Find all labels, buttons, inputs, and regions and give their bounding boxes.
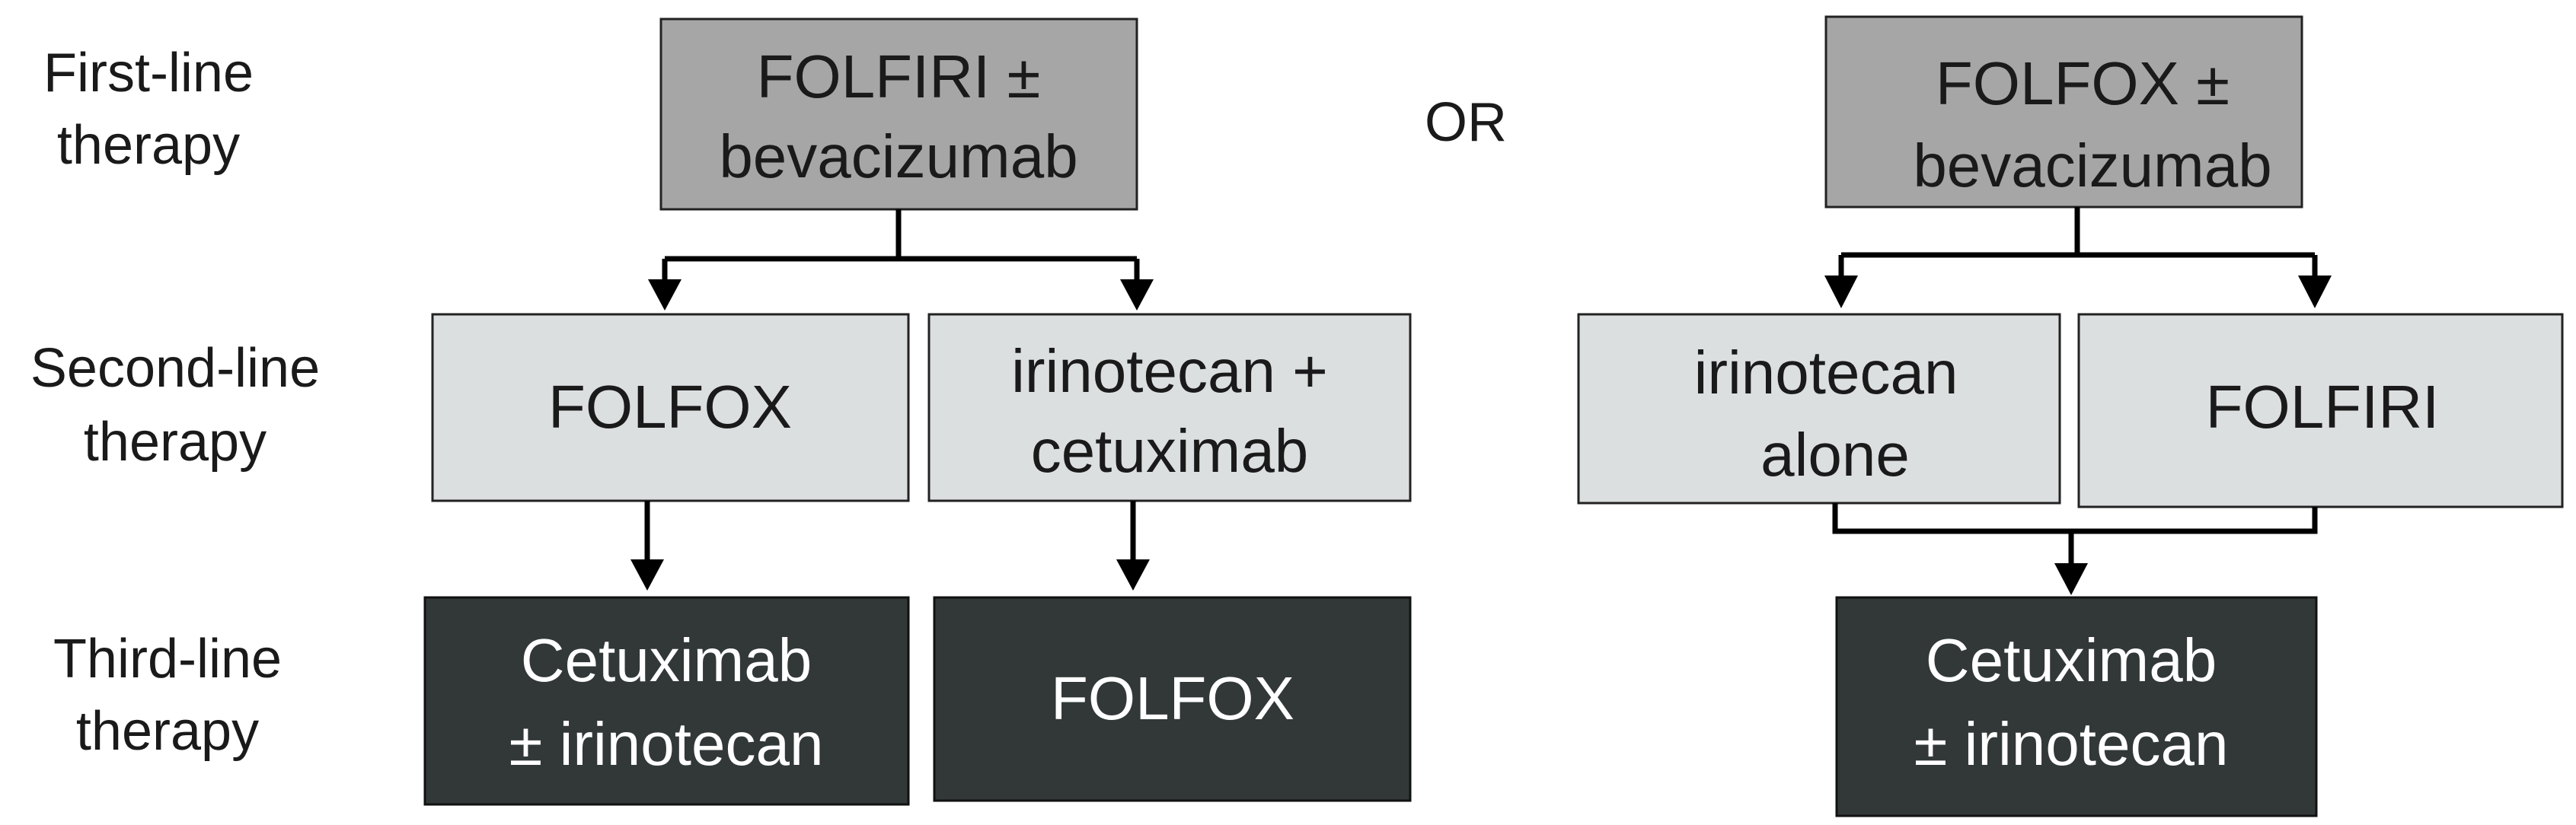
row-label-second-line-1: Second-line <box>30 338 320 399</box>
right-third-line-box: Cetuximab ± irinotecan <box>1835 596 2318 817</box>
arrow-to-left-second-1 <box>648 279 682 311</box>
left-third-line-2-text-1: FOLFOX <box>1051 664 1294 732</box>
right-first-to-second-connector <box>1824 207 2332 308</box>
arrow-to-right-second-1 <box>1824 276 1858 308</box>
arrow-to-left-third-1 <box>630 559 664 591</box>
row-label-first-line: First-line therapy <box>43 43 254 176</box>
arrow-to-left-second-2 <box>1120 279 1154 311</box>
left-second-line-2-text-2: cetuximab <box>1031 417 1309 485</box>
left-first-line-box: FOLFIRI ± bevacizumab <box>659 18 1138 211</box>
left-second-line-box-1: FOLFOX <box>431 313 910 502</box>
arrow-to-right-third <box>2054 563 2088 595</box>
right-third-line-text-1: Cetuximab <box>1926 626 2217 694</box>
left-second-line-1-text-1: FOLFOX <box>548 373 792 441</box>
right-second-to-third-connector <box>1832 503 2318 595</box>
left-third-line-box-2: FOLFOX <box>933 596 1412 802</box>
row-label-second-line-2: therapy <box>84 412 267 473</box>
left-first-line-text-2: bevacizumab <box>719 123 1077 190</box>
right-second-line-1-text-2: alone <box>1760 421 1910 489</box>
left-second-to-third-connector-2 <box>1116 501 1150 591</box>
or-separator: OR <box>1425 92 1507 153</box>
row-label-first-line-2: therapy <box>57 115 240 176</box>
right-first-line-box: FOLFOX ± bevacizumab <box>1824 15 2303 209</box>
arrow-to-right-second-2 <box>2298 276 2332 308</box>
left-first-to-second-connector <box>648 209 1154 311</box>
right-first-line-text-2: bevacizumab <box>1913 132 2271 199</box>
right-second-line-box-2: FOLFIRI <box>2077 313 2564 508</box>
right-second-line-box-1: irinotecan alone <box>1577 313 2061 505</box>
row-label-second-line: Second-line therapy <box>30 338 320 473</box>
left-third-line-1-text-2: ± irinotecan <box>509 710 823 778</box>
left-second-line-2-text-1: irinotecan + <box>1011 337 1328 405</box>
left-third-line-box-1: Cetuximab ± irinotecan <box>423 596 910 806</box>
arrow-to-left-third-2 <box>1116 559 1150 591</box>
right-second-line-2-text-1: FOLFIRI <box>2206 373 2440 441</box>
left-first-line-text-1: FOLFIRI ± <box>757 43 1041 110</box>
left-third-line-1-text-1: Cetuximab <box>521 626 812 694</box>
right-first-line-text-1: FOLFOX ± <box>1936 49 2230 117</box>
left-second-to-third-connector-1 <box>630 501 664 591</box>
left-second-line-box-2: irinotecan + cetuximab <box>927 313 1412 502</box>
right-third-line-text-2: ± irinotecan <box>1914 710 2228 778</box>
row-label-first-line-1: First-line <box>43 43 254 104</box>
row-label-third-line-2: therapy <box>76 701 259 762</box>
row-label-third-line-1: Third-line <box>53 629 282 690</box>
right-second-line-1-text-1: irinotecan <box>1694 339 1958 406</box>
row-label-third-line: Third-line therapy <box>53 629 282 762</box>
